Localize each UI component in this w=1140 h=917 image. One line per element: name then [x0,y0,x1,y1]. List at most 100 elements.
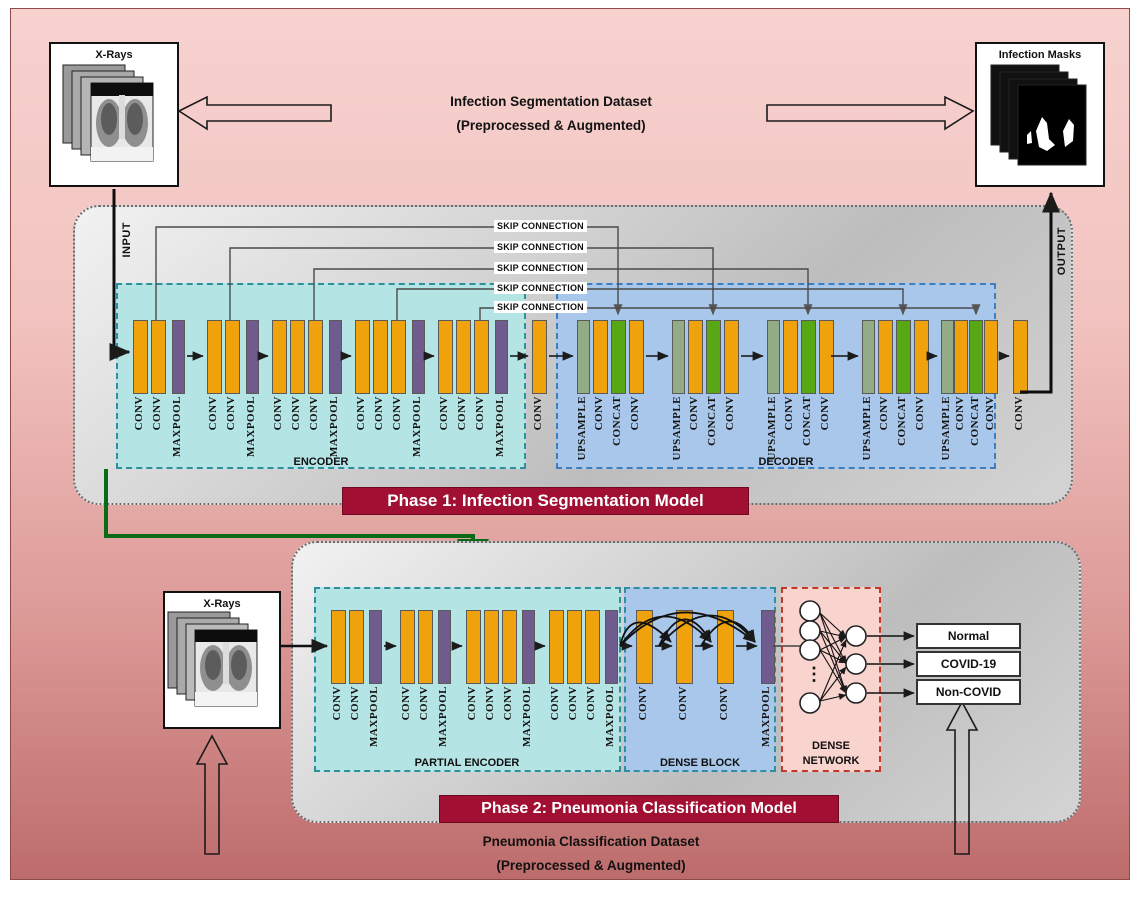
dec1-upsample [577,320,590,394]
xray-card-top-caption: X-Rays [95,49,133,61]
pe3-maxpool [522,610,535,684]
pneumonia-dataset-title: Pneumonia Classification Dataset (Prepro… [431,834,751,873]
enc5-maxpool [495,320,508,394]
xray-thumbnail-top [90,82,154,162]
arrow-dataset-to-xrays [177,95,332,131]
enc3-conv-3 [308,320,323,394]
enc4-conv-2 [373,320,388,394]
infection-dataset-title-line1: Infection Segmentation Dataset [450,94,652,109]
mask-image-stack [977,61,1103,171]
skip-label-4: SKIP CONNECTION [494,282,587,294]
dec1-concat [611,320,626,394]
dec5-conv-1 [954,320,968,394]
enc5-conv-1 [438,320,453,394]
decoder-label: DECODER [758,456,814,468]
dense-network-group [781,587,881,772]
dense-arc-3 [619,611,756,647]
phase2-connectors-svg [195,600,979,855]
xray-stack-svg-phase2 [167,611,258,707]
dense-network-output-nodes [845,625,867,704]
xray-thumbnail-phase2 [194,629,258,707]
class-box-noncovid: Non-COVID [916,679,1021,705]
skip-label-5: SKIP CONNECTION [494,301,587,313]
dec4-concat [896,320,911,394]
dense-network-label-line2: NETWORK [802,755,860,767]
pneumonia-dataset-title-line1: Pneumonia Classification Dataset [482,834,700,849]
phase1-banner: Phase 1: Infection Segmentation Model [342,487,749,515]
infection-mask-card-caption: Infection Masks [998,49,1082,61]
dense-arc-1 [619,621,672,647]
dec4-conv-1 [878,320,893,394]
dense-network-edges [819,612,847,702]
pe3-conv-2 [484,610,499,684]
enc4-conv-1 [355,320,370,394]
pe3-conv-1 [466,610,481,684]
enc1-maxpool [172,320,185,394]
xray-card-top: X-Rays [49,42,179,187]
mask-stack-svg [990,64,1087,166]
dec2-upsample [672,320,685,394]
skip-line-1 [155,226,623,320]
phase2-banner: Phase 2: Pneumonia Classification Model [439,795,839,823]
enc2-conv-2 [225,320,240,394]
infection-dataset-title: Infection Segmentation Dataset (Preproce… [341,94,761,133]
top-arrows-svg [177,95,975,131]
skip-line-4 [396,288,908,320]
skip-label-2: SKIP CONNECTION [494,241,587,253]
enc5-conv-3 [474,320,489,394]
arrow-dataset-to-masks [766,95,975,131]
dec3-conv-1 [783,320,798,394]
enc3-conv-2 [290,320,305,394]
db-conv-2 [676,610,693,684]
bottleneck-conv [532,320,547,394]
enc2-conv-1 [207,320,222,394]
dec2-conv-2 [724,320,739,394]
arrow-dataset2-to-classes [945,700,979,855]
dec5-upsample [941,320,954,394]
dec4-upsample [862,320,875,394]
dense-arc-4 [658,618,712,647]
arrow-dataset2-to-xrays [195,734,229,855]
partial-encoder-label: PARTIAL ENCODER [414,757,520,769]
pe1-conv-2 [349,610,364,684]
xray-image-stack-top [51,61,177,171]
dense-arc-6 [700,620,756,647]
skip-line-5 [479,304,981,320]
dense-network-label: DENSE NETWORK [781,739,881,769]
skip-label-3: SKIP CONNECTION [494,262,587,274]
input-path [109,189,131,361]
infection-mask-card: Infection Masks [975,42,1105,187]
mask-thumbnail [1017,84,1087,166]
figure-canvas: Infection Segmentation Dataset (Preproce… [10,8,1130,880]
pe4-conv-2 [567,610,582,684]
dec1-conv-1 [593,320,608,394]
pe1-maxpool [369,610,382,684]
skip-line-2 [229,247,718,320]
pe4-conv-3 [585,610,600,684]
db-maxpool [761,610,775,684]
dec1-conv-2 [629,320,644,394]
class-box-normal: Normal [916,623,1021,649]
dec3-concat [801,320,816,394]
pe2-conv-2 [418,610,433,684]
dec5-conv-2 [984,320,998,394]
pe2-maxpool [438,610,451,684]
pe4-maxpool [605,610,618,684]
encoder-label: ENCODER [293,456,349,468]
dense-network-input-nodes [799,600,821,714]
dense-network-ellipsis: ⋮ [805,664,824,684]
enc4-conv-3 [391,320,406,394]
dense-network-label-line1: DENSE [812,740,850,752]
dec5-concat [969,320,983,394]
dec2-concat [706,320,721,394]
output-path [1020,191,1060,394]
pe4-conv-1 [549,610,564,684]
skip-label-1: SKIP CONNECTION [494,220,587,232]
pe2-conv-1 [400,610,415,684]
dec3-upsample [767,320,780,394]
class-box-covid19: COVID-19 [916,651,1021,677]
xray-card-phase2: X-Rays [163,591,281,729]
dec2-conv-1 [688,320,703,394]
dec3-conv-2 [819,320,834,394]
infection-dataset-title-line2: (Preprocessed & Augmented) [456,118,646,133]
